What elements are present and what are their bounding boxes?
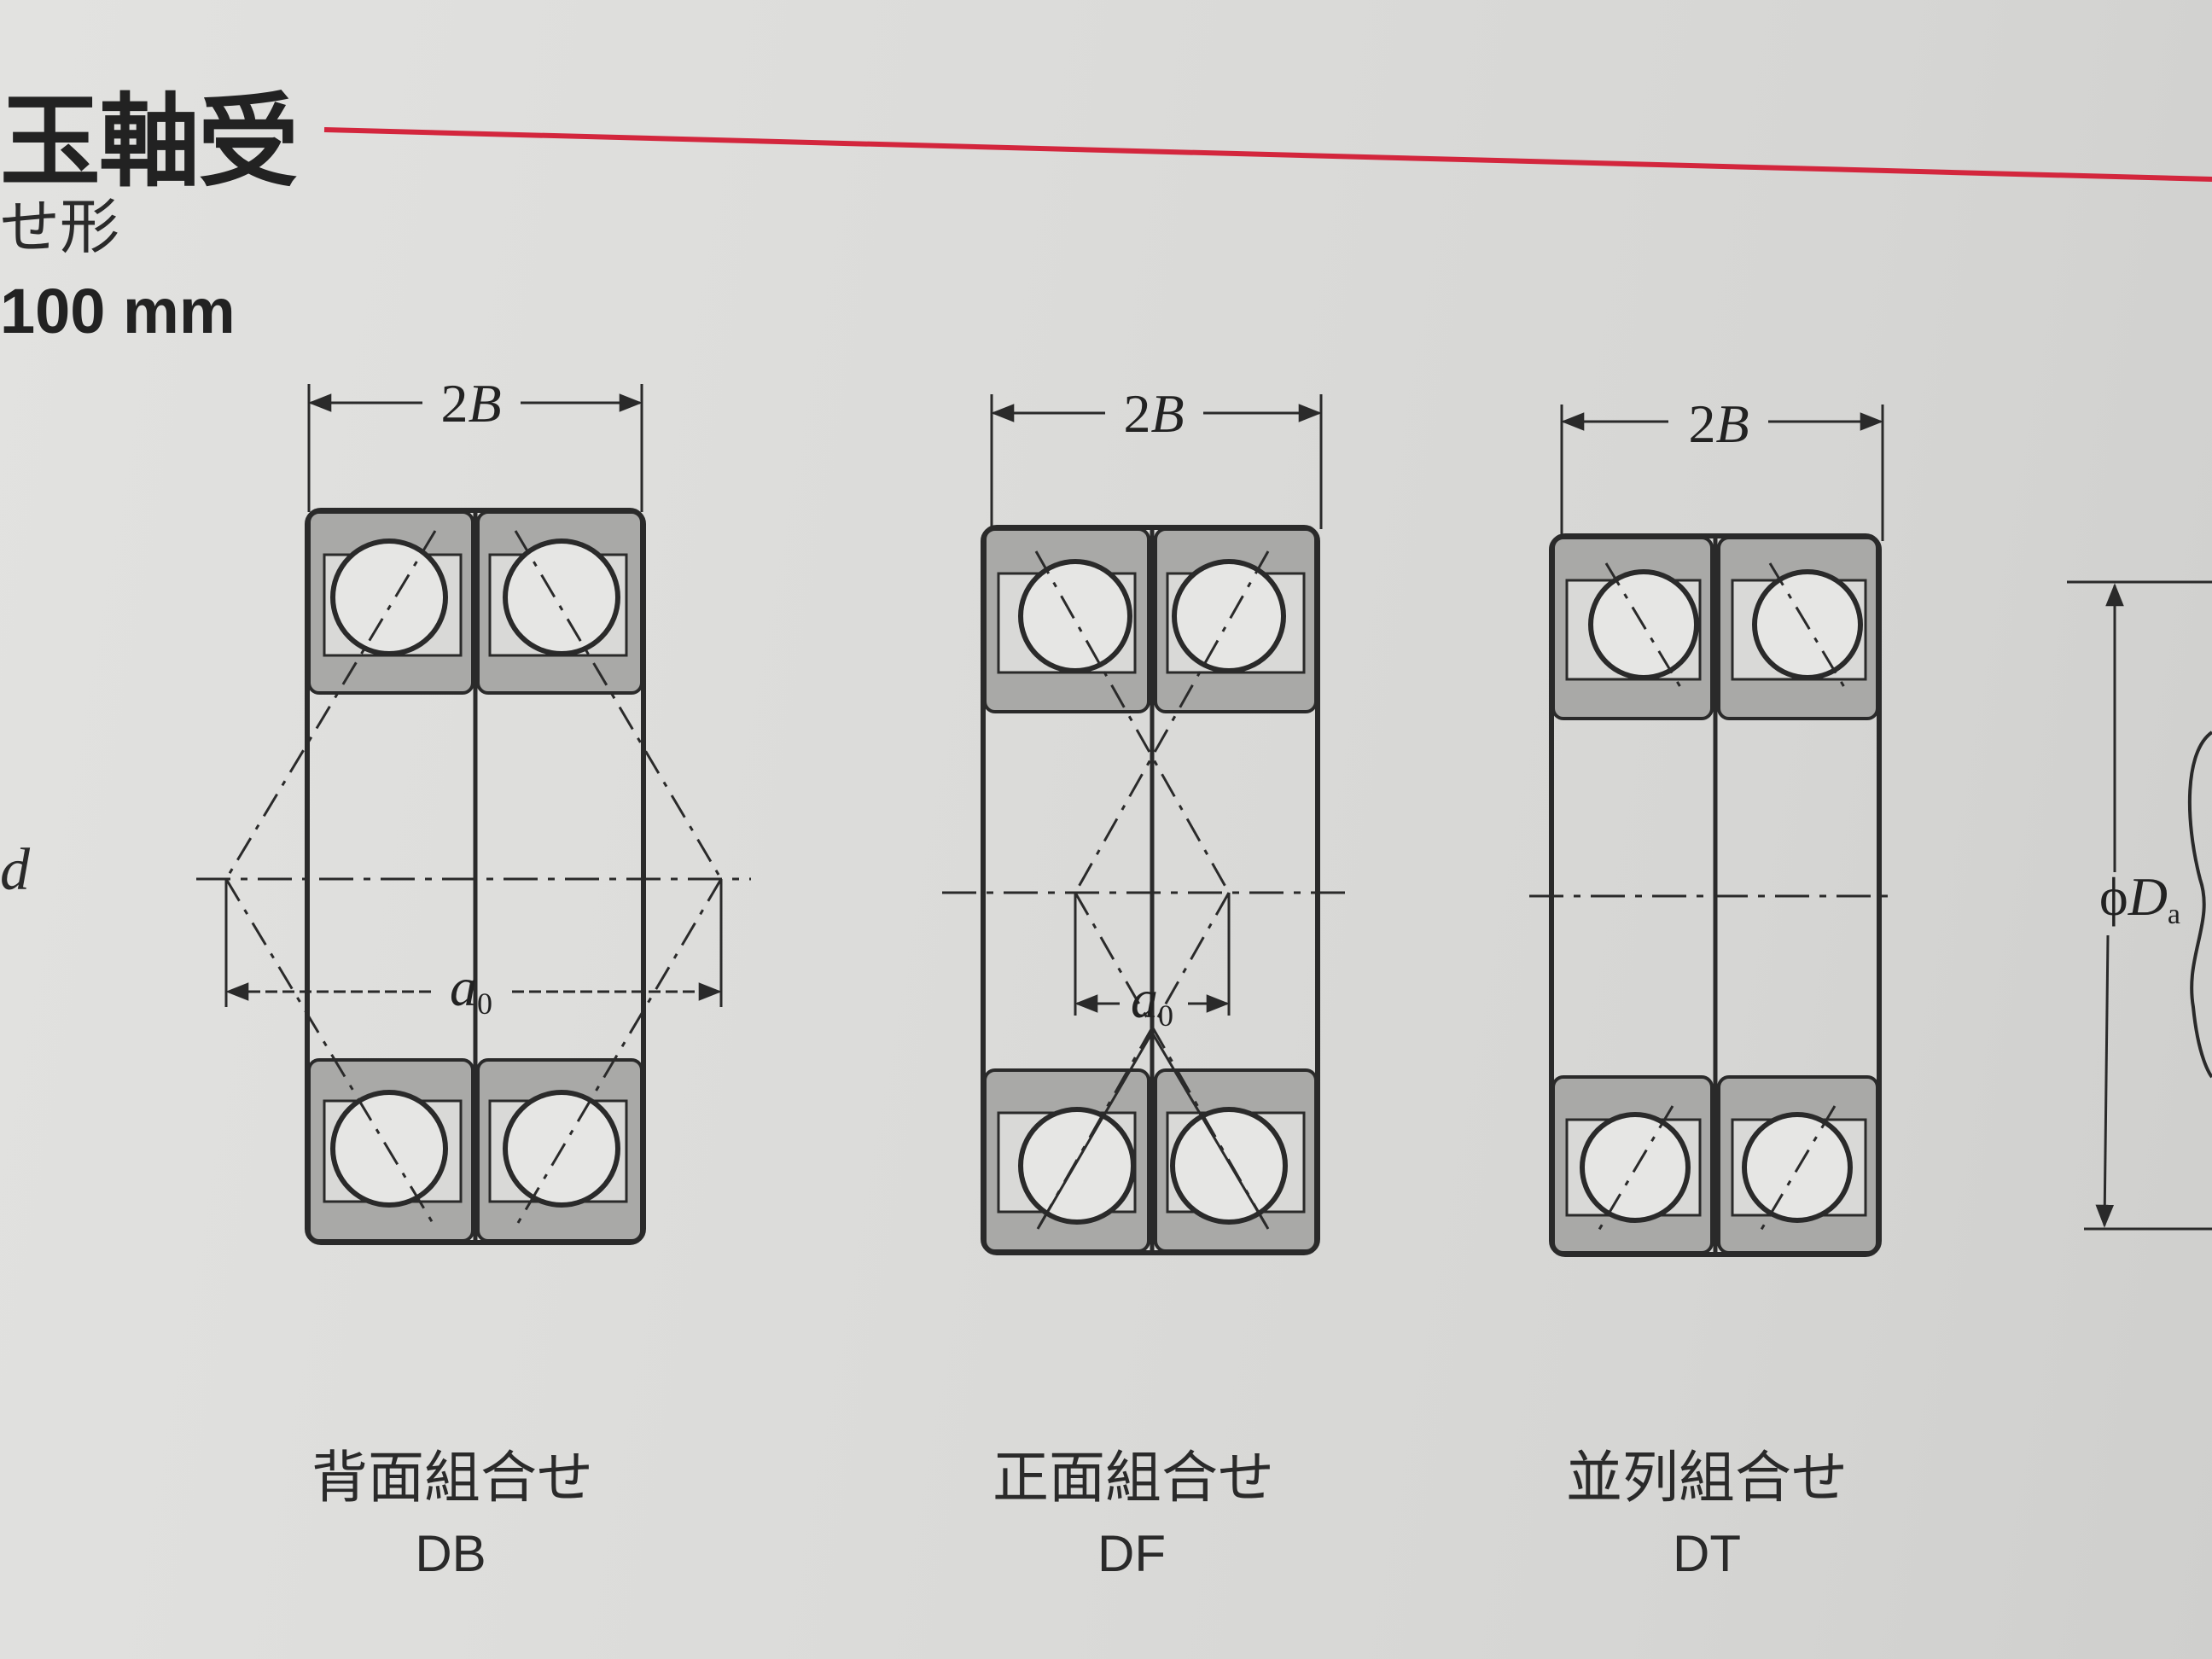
db-a0-label: a0 xyxy=(450,957,492,1021)
bore-diameter-symbol: d xyxy=(0,837,30,903)
dt-arrangement-name: 並列組合せ xyxy=(1566,1445,1848,1511)
da-label: ϕDa xyxy=(2099,866,2180,930)
bore-range: 100 mm xyxy=(0,276,236,346)
dt-arrangement-code: DT xyxy=(1673,1525,1741,1582)
da-dimension: ϕDa xyxy=(2067,580,2212,1231)
df-a0-label: a0 xyxy=(1131,969,1173,1033)
db-width-label: 2B xyxy=(440,373,501,434)
dt-drawing: 2B xyxy=(1529,393,1891,1257)
page-title: 玉軸受 xyxy=(0,83,299,201)
dt-width-label: 2B xyxy=(1688,393,1749,454)
df-drawing: 2B xyxy=(942,383,1348,1255)
db-arrangement-code: DB xyxy=(415,1525,486,1582)
df-arrangement-code: DF xyxy=(1097,1525,1166,1582)
db-drawing: 2B xyxy=(196,373,751,1245)
db-arrangement-name: 背面組合せ xyxy=(311,1445,593,1511)
df-arrangement-name: 正面組合せ xyxy=(992,1445,1274,1511)
df-width-label: 2B xyxy=(1123,383,1184,444)
page-subtitle: せ形 xyxy=(0,192,119,262)
header-rule xyxy=(323,127,2212,182)
